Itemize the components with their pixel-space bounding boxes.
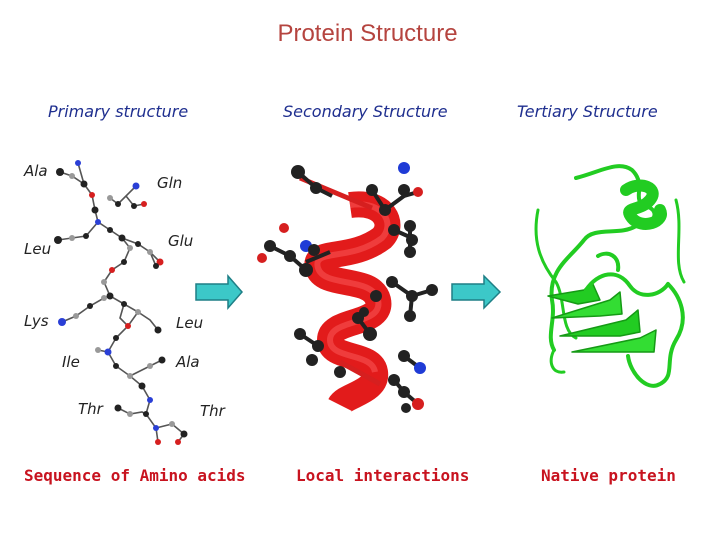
page-title: Protein Structure [277, 20, 458, 47]
helix-atoms [257, 162, 438, 413]
caption-local-interactions: Local interactions [296, 466, 470, 485]
caption-native-protein: Native protein [541, 466, 676, 485]
amino-acid-label-thr: Thr [78, 400, 103, 418]
primary-atoms [54, 160, 188, 445]
tertiary-protein [534, 164, 686, 388]
heading-primary-structure: Primary structure [48, 102, 189, 121]
amino-acid-label-leu-2: Leu [176, 314, 204, 332]
amino-acid-label-ala-2: Ala [176, 353, 200, 371]
arrow-secondary-to-tertiary [451, 274, 502, 310]
amino-acid-label-lys: Lys [24, 312, 49, 330]
amino-acid-chain [57, 162, 186, 443]
amino-acid-label-glu: Glu [168, 232, 194, 250]
heading-secondary-structure: Secondary Structure [283, 102, 448, 121]
amino-acid-label-ile: Ile [62, 353, 80, 371]
heading-tertiary-structure: Tertiary Structure [517, 102, 658, 121]
amino-acid-label-thr-2: Thr [200, 402, 225, 420]
amino-acid-label-leu: Leu [24, 240, 52, 258]
arrow-primary-to-secondary [195, 274, 243, 310]
amino-acid-label-ala: Ala [24, 162, 48, 180]
caption-sequence-of-amino-acids: Sequence of Amino acids [24, 466, 246, 485]
amino-acid-label-gln: Gln [157, 174, 183, 192]
